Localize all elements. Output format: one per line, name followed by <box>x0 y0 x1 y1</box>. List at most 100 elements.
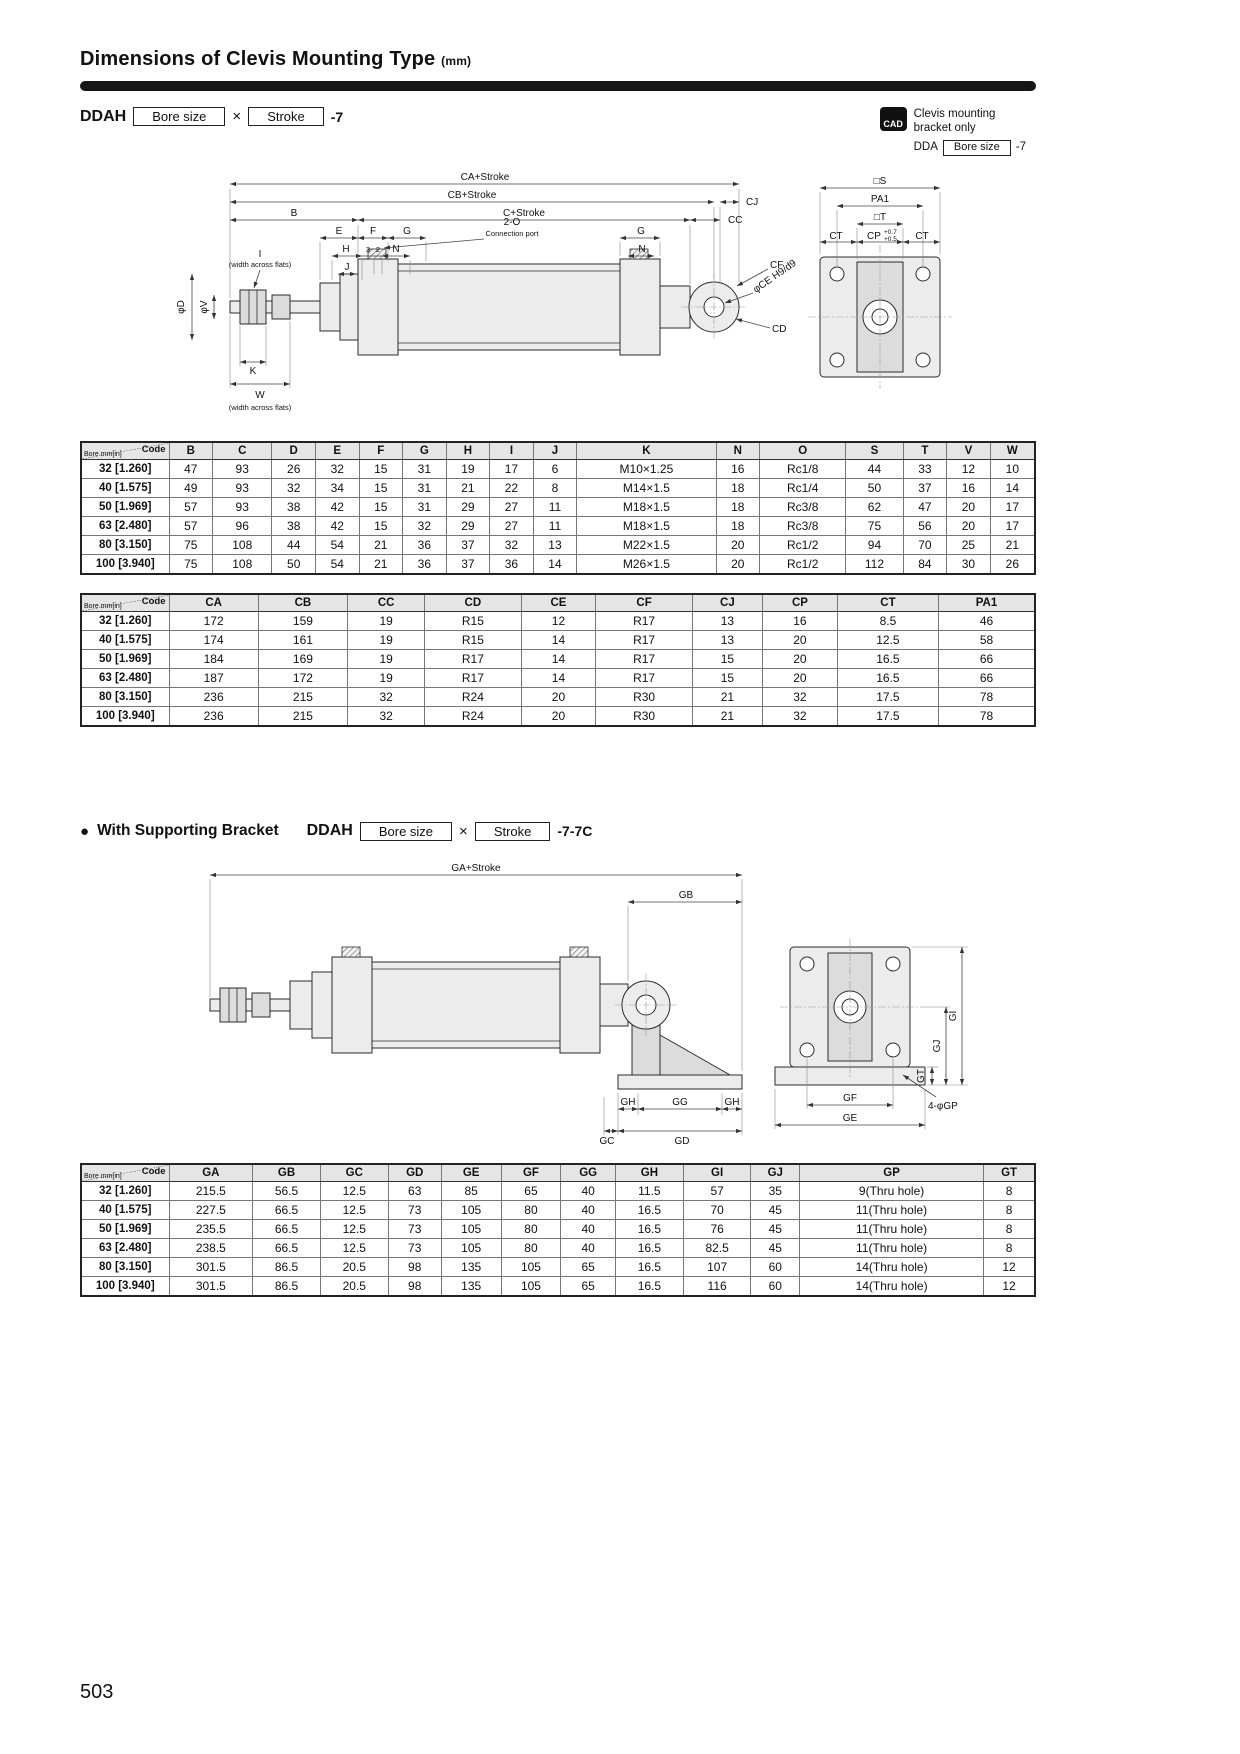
column-header-w: W <box>989 441 1036 460</box>
dim-label-square-t: □T <box>874 212 886 223</box>
cp-tolerance-lower: +0.5 <box>884 236 897 243</box>
dimension-cell: 29 <box>445 496 491 517</box>
column-header-f: F <box>358 441 404 460</box>
row-bore-code: 32 [1.260] <box>80 1180 170 1201</box>
dimension-cell: 187 <box>168 667 259 688</box>
dimension-cell: 236 <box>168 686 259 707</box>
dimension-cell: 21 <box>691 705 764 726</box>
dimension-cell: R17 <box>595 648 693 669</box>
dimension-cell: 86.5 <box>252 1275 321 1296</box>
bore-size-box-2: Bore size <box>359 821 453 841</box>
times-symbol-2: × <box>459 822 468 840</box>
dimension-cell: 32 <box>347 686 426 707</box>
dimension-cell: 15 <box>358 496 404 517</box>
dimension-cell: 16 <box>715 458 761 479</box>
dimension-cell: 21 <box>358 553 404 574</box>
dimension-cell: 14 <box>532 553 578 574</box>
dimension-cell: 65 <box>560 1256 617 1277</box>
cad-note-top: CAD Clevis mounting bracket only <box>879 107 1026 136</box>
dimension-cell: 40 <box>560 1218 617 1239</box>
dimension-cell: 16.5 <box>615 1199 684 1220</box>
dimension-cell: 235.5 <box>168 1218 254 1239</box>
dim-label-j: J <box>345 262 350 273</box>
column-header-j: J <box>532 441 578 460</box>
cad-note-line1: Clevis mounting <box>913 108 996 120</box>
dimension-cell: 12 <box>946 458 991 479</box>
dimension-cell: 19 <box>347 629 426 650</box>
dim-label-4-phi-gp: 4-φGP <box>928 1101 958 1112</box>
dimension-cell: 169 <box>257 648 349 669</box>
dimension-cell: 11 <box>532 515 578 536</box>
dimension-cell: 13 <box>691 610 764 631</box>
dimension-cell: 94 <box>845 534 904 555</box>
dimension-cell: 15 <box>691 667 764 688</box>
row-bore-code: 100 [3.940] <box>80 705 170 726</box>
dimension-cell: 32 <box>347 705 426 726</box>
dimension-cell: 8.5 <box>836 610 940 631</box>
dimension-cell: 54 <box>314 534 360 555</box>
column-header-s: S <box>845 441 904 460</box>
dimension-cell: 15 <box>358 458 404 479</box>
dimension-cell: 93 <box>212 458 273 479</box>
column-header-gb: GB <box>252 1163 321 1182</box>
dim-label-cc: CC <box>728 215 742 226</box>
width-across-flats-note-2: (width across flats) <box>229 403 292 412</box>
dimension-cell: 37 <box>445 553 491 574</box>
row-bore-code: 63 [2.480] <box>80 1237 170 1258</box>
dimension-cell: 236 <box>168 705 259 726</box>
row-bore-code: 50 [1.969] <box>80 496 170 517</box>
column-header-cp: CP <box>762 593 838 612</box>
dimension-cell: 60 <box>750 1256 801 1277</box>
corner-code-label: Code <box>141 595 166 607</box>
dim-label-e: E <box>336 226 343 237</box>
dim-label-ca-stroke: CA+Stroke <box>461 172 510 183</box>
stroke-box-2: Stroke <box>474 821 551 841</box>
dim-label-i: I <box>259 249 262 260</box>
dimension-cell: 98 <box>387 1275 442 1296</box>
dimension-cell: 12.5 <box>319 1237 389 1258</box>
page-title-unit: (mm) <box>441 54 472 68</box>
dimension-cell: R17 <box>595 610 693 631</box>
dim-label-gc: GC <box>600 1136 615 1147</box>
dim-label-gj: GJ <box>932 1039 943 1052</box>
dimension-cell: 40 <box>560 1237 617 1258</box>
dim-label-2: 2 <box>376 245 380 254</box>
column-header-gh: GH <box>615 1163 684 1182</box>
dimension-cell: 33 <box>902 458 948 479</box>
column-header-gc: GC <box>319 1163 389 1182</box>
clevis-bracket-end-view <box>808 244 952 389</box>
dimension-cell: 57 <box>168 515 214 536</box>
cad-note-line2: bracket only <box>913 122 976 135</box>
dim-label-g-right: G <box>637 226 645 237</box>
dimension-cell: 47 <box>168 458 214 479</box>
dimension-cell: 15 <box>358 477 404 498</box>
dimension-cell: R30 <box>595 686 693 707</box>
dimension-cell: 215 <box>257 705 349 726</box>
dimension-cell: 10 <box>989 458 1036 479</box>
dimension-cell: 34 <box>314 477 360 498</box>
dim-label-k: K <box>250 366 257 377</box>
column-header-k: K <box>576 441 717 460</box>
dim-label-gb: GB <box>679 890 694 901</box>
row-bore-code: 40 [1.575] <box>80 629 170 650</box>
dimension-cell: 20 <box>520 686 597 707</box>
column-header-gf: GF <box>500 1163 562 1182</box>
column-header-gg: GG <box>560 1163 617 1182</box>
dimension-cell: 17.5 <box>836 686 940 707</box>
dimension-cell: 32 <box>402 515 447 536</box>
dimension-cell: 108 <box>212 553 273 574</box>
width-across-flats-note-1: (width across flats) <box>229 260 292 269</box>
dimension-cell: 8 <box>983 1218 1036 1239</box>
dimension-cell: 54 <box>314 553 360 574</box>
dimension-cell: 66.5 <box>252 1199 321 1220</box>
dimension-cell: 45 <box>750 1199 801 1220</box>
